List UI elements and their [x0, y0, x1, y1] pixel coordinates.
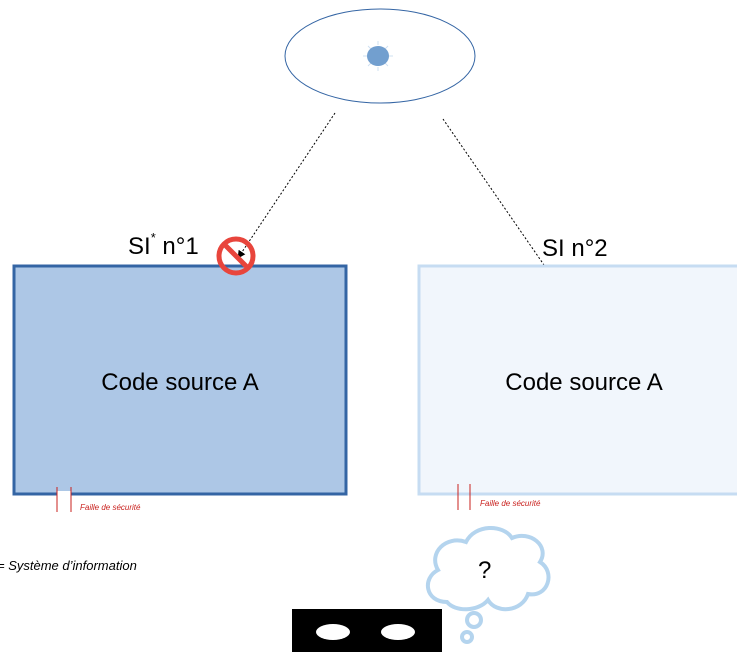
footnote: = Système d’information	[0, 558, 137, 573]
eyes-icon	[292, 609, 442, 652]
si1-flaw-gap	[57, 491, 71, 497]
si1-label: SI* n°1	[128, 230, 199, 260]
si2-flaw-label: Faille de sécurité	[480, 499, 541, 508]
thought-question: ?	[478, 557, 491, 584]
si2-content: Code source A	[505, 369, 662, 396]
thought-cloud-icon	[425, 525, 551, 644]
si1-box	[12, 264, 348, 496]
si2-label: SI n°2	[542, 235, 608, 262]
si1-flaw-label: Faille de sécurité	[80, 503, 141, 512]
attack-arrow-si2	[442, 118, 599, 344]
si1-flaw-marker	[56, 487, 72, 512]
si2-box	[417, 264, 737, 496]
attack-arrow-si1	[237, 112, 336, 259]
forbidden-icon	[216, 236, 256, 276]
attacker-eye-icon	[284, 8, 476, 104]
si2-flaw-marker	[457, 484, 471, 510]
si1-content: Code source A	[101, 369, 258, 396]
